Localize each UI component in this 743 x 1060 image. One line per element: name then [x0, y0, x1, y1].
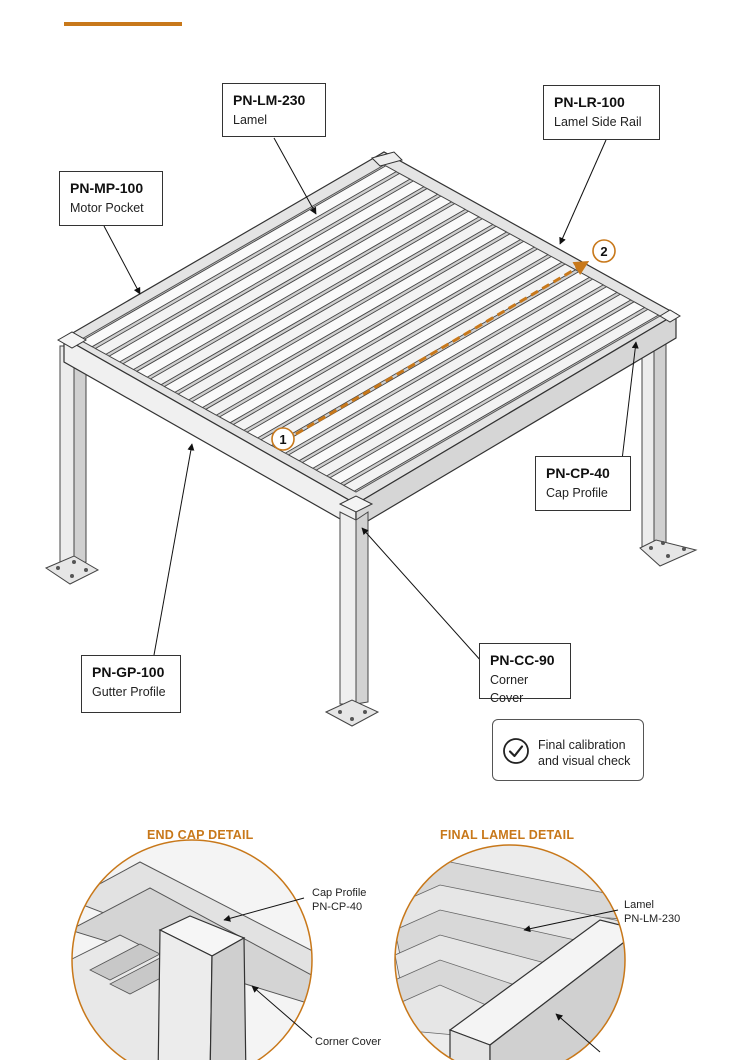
step-1-marker: 1 [271, 427, 295, 451]
end-cap-cap-profile-label: Cap Profile PN-CP-40 [312, 886, 366, 914]
lamel-slat [246, 255, 563, 439]
lamel-slat [204, 233, 522, 416]
final-lamel-detail-title: FINAL LAMEL DETAIL [440, 828, 575, 842]
callout-lamel-side-rail-label: Lamel Side Rail [554, 115, 642, 129]
final-lamel-lamel-code: PN-LM-230 [624, 913, 681, 925]
callout-gutter-profile-label: Gutter Profile [92, 685, 166, 699]
lamel-slat [342, 308, 660, 492]
lamel-slat [218, 240, 536, 424]
final-check-box: Final calibration and visual check [492, 719, 644, 781]
callout-lamel: PN-LM-230 Lamel [222, 83, 326, 137]
callout-lamel-code: PN-LM-230 [233, 92, 306, 108]
final-check-text: Final calibration and visual check [538, 737, 630, 769]
end-cap-cap-profile-name: Cap Profile [312, 887, 367, 899]
lamel-slat [163, 210, 480, 393]
check-circle-icon [503, 738, 529, 764]
callout-corner-cover-code: PN-CC-90 [490, 652, 555, 668]
lamel-slat [149, 203, 467, 386]
callout-corner-cover: PN-CC-90 Corner Cover [479, 643, 571, 705]
final-lamel-lamel-label: Lamel PN-LM-230 [624, 898, 680, 926]
step-2-marker: 2 [592, 239, 616, 263]
post-left [44, 345, 100, 585]
lamel-slat [315, 293, 632, 477]
lamel-slat [232, 248, 549, 431]
post-right [639, 329, 698, 567]
callout-motor-pocket-code: PN-MP-100 [70, 180, 144, 196]
final-lamel-detail-illustration [394, 844, 626, 1060]
step-2-label: 2 [600, 244, 607, 259]
final-check-line-2: and visual check [538, 754, 631, 768]
callout-cap-profile: PN-CP-40 Cap Profile [535, 456, 631, 511]
lamel-slat [177, 218, 494, 401]
callout-lamel-label: Lamel [233, 113, 268, 127]
post-front [324, 495, 380, 727]
lamel-slat [94, 172, 411, 355]
final-check-line-1: Final calibration [538, 738, 626, 752]
step-1-label: 1 [279, 432, 286, 447]
callout-cap-profile-label: Cap Profile [546, 486, 608, 500]
final-lamel-lamel-name: Lamel [624, 899, 654, 911]
lamel-array [80, 165, 660, 492]
callout-lamel-side-rail: PN-LR-100 Lamel Side Rail [543, 85, 660, 140]
lamel-slat [122, 188, 439, 371]
leader-lines [103, 137, 639, 663]
lamel-slat [287, 278, 605, 462]
corner-back-right [659, 309, 681, 323]
lamel-travel-path [295, 260, 590, 436]
callout-gutter-profile-code: PN-GP-100 [92, 664, 165, 680]
end-cap-detail-title: END CAP DETAIL [147, 828, 254, 842]
lamel-slat [108, 180, 425, 363]
end-cap-corner-cover-label: Corner Cover [315, 1036, 382, 1048]
corner-front-left [56, 331, 88, 349]
lamel-slat [135, 195, 453, 378]
lamel-slat [80, 165, 398, 348]
callout-gutter-profile: PN-GP-100 Gutter Profile [81, 655, 181, 713]
lamel-slat [329, 301, 646, 485]
end-cap-cap-profile-code: PN-CP-40 [312, 901, 363, 913]
lamel-slat [191, 225, 508, 409]
callout-lamel-side-rail-code: PN-LR-100 [554, 94, 625, 110]
end-cap-detail-illustration [71, 839, 313, 1060]
callout-motor-pocket-label: Motor Pocket [70, 201, 144, 215]
callout-cap-profile-code: PN-CP-40 [546, 465, 610, 481]
lamel-slat [301, 286, 618, 469]
callout-motor-pocket: PN-MP-100 Motor Pocket [59, 171, 163, 226]
lamel-slat [273, 271, 591, 454]
header-accent-bar [64, 22, 182, 26]
callout-corner-cover-label: Corner Cover [490, 673, 529, 705]
